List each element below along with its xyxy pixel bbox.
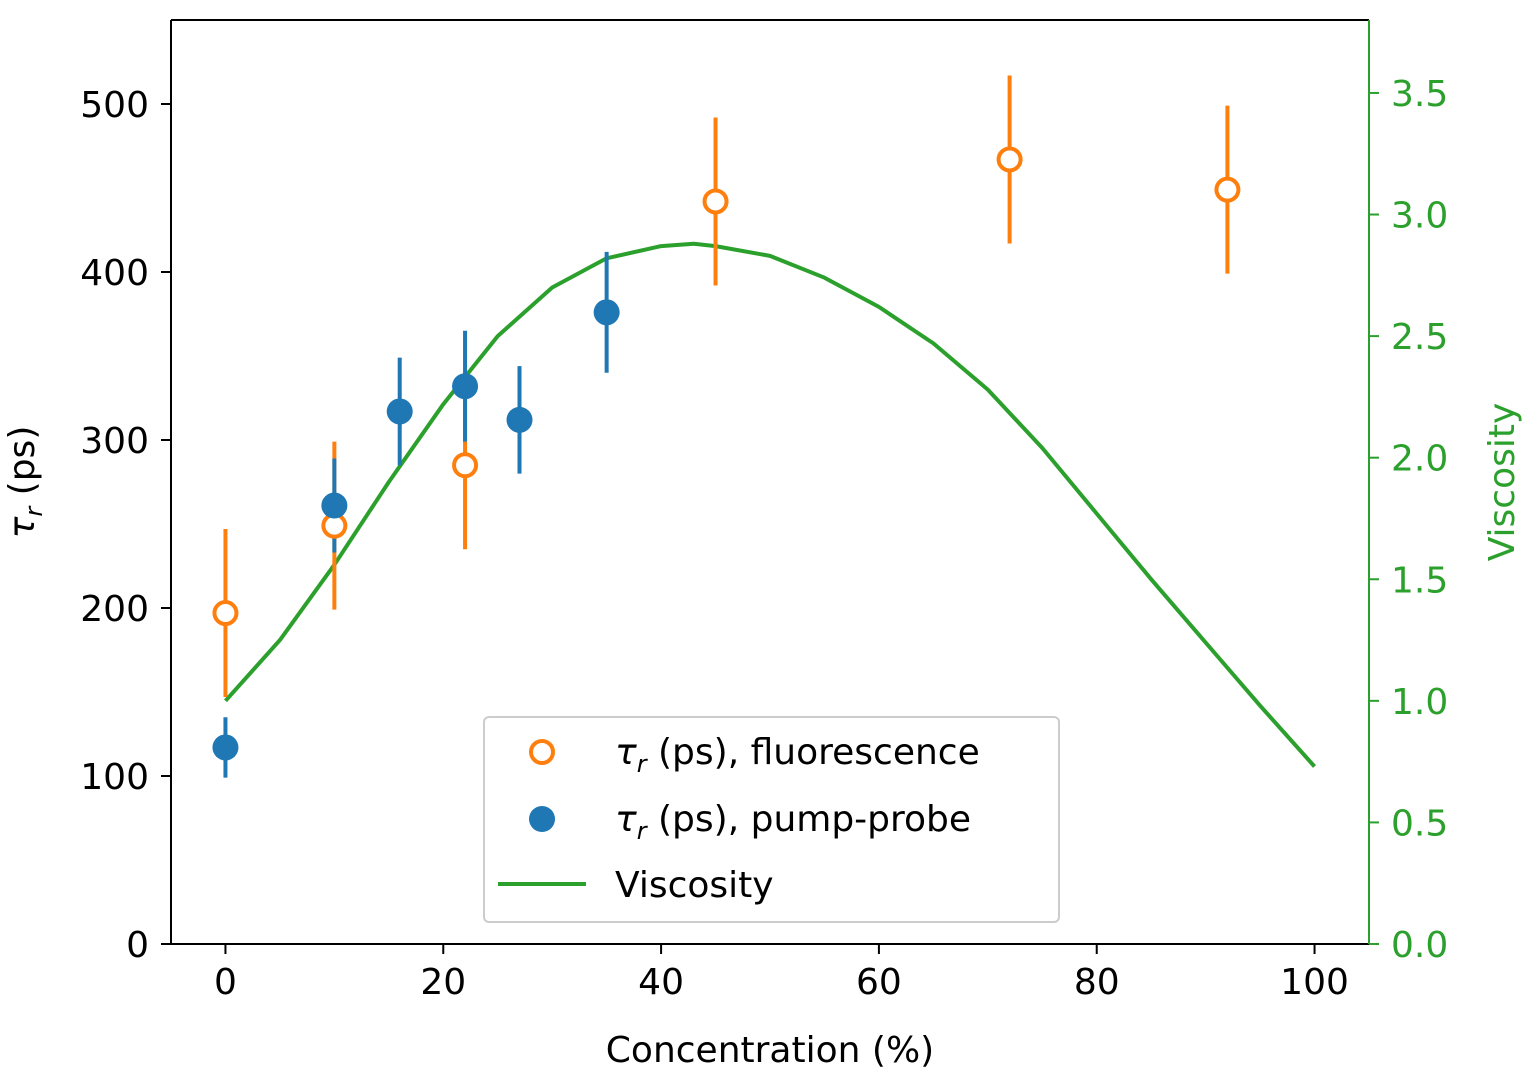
y2-tick-label: 1.5 <box>1391 560 1448 601</box>
y2-tick-label: 0.5 <box>1391 803 1448 844</box>
x-tick-label: 80 <box>1074 962 1120 1003</box>
y-axis-title: τr (ps) <box>2 426 48 539</box>
y2-tick-label: 0.0 <box>1391 925 1448 966</box>
axes: 0 20 40 60 80 100 0 100 200 300 400 500 0.0 0.5 1.0 1.5… <box>80 19 1448 1003</box>
y-tick-label: 400 <box>80 253 149 294</box>
y2-tick-label: 3.0 <box>1391 196 1448 237</box>
pump-probe-point <box>452 373 479 400</box>
legend: τr (ps), fluorescence τr (ps), pump-prob… <box>483 716 1060 923</box>
y-tick-label: 200 <box>80 589 149 630</box>
x-tick-label: 20 <box>420 962 466 1003</box>
legend-label-fluorescence: τr (ps), fluorescence <box>615 732 980 778</box>
legend-marker-pump-probe <box>529 806 555 832</box>
viscosity-line <box>224 241 1316 768</box>
pump-probe-point <box>321 492 348 519</box>
y2-tick-label: 3.5 <box>1391 74 1448 115</box>
plot-area <box>212 75 1316 778</box>
y2-axis-title: Viscosity <box>1482 403 1523 562</box>
x-tick-label: 40 <box>638 962 684 1003</box>
legend-label-viscosity: Viscosity <box>615 865 774 906</box>
y2-tick-label: 2.5 <box>1391 317 1448 358</box>
x-axis-title: Concentration (%) <box>606 1030 934 1068</box>
y-tick-label: 300 <box>80 421 149 462</box>
fluorescence-point <box>212 600 239 627</box>
fluorescence-point <box>702 188 729 215</box>
pump-probe-point <box>212 734 239 761</box>
x-tick-label: 60 <box>856 962 902 1003</box>
fluorescence-point <box>1214 176 1241 203</box>
y2-tick-label: 1.0 <box>1391 682 1448 723</box>
y2-tick-label: 2.0 <box>1391 439 1448 480</box>
y-tick-label: 0 <box>126 925 149 966</box>
fluorescence-point <box>452 452 479 479</box>
legend-marker-fluorescence <box>529 739 555 765</box>
x-tick-label: 0 <box>214 962 237 1003</box>
pump-probe-point <box>593 299 620 326</box>
y-tick-label: 100 <box>80 757 149 798</box>
y-tick-label: 500 <box>80 85 149 126</box>
fluorescence-point <box>996 146 1023 173</box>
x-tick-label: 100 <box>1280 962 1349 1003</box>
pump-probe-point <box>386 398 413 425</box>
legend-label-pump-probe: τr (ps), pump-probe <box>615 799 971 845</box>
legend-box <box>483 716 1060 923</box>
pump-probe-point <box>506 406 533 433</box>
